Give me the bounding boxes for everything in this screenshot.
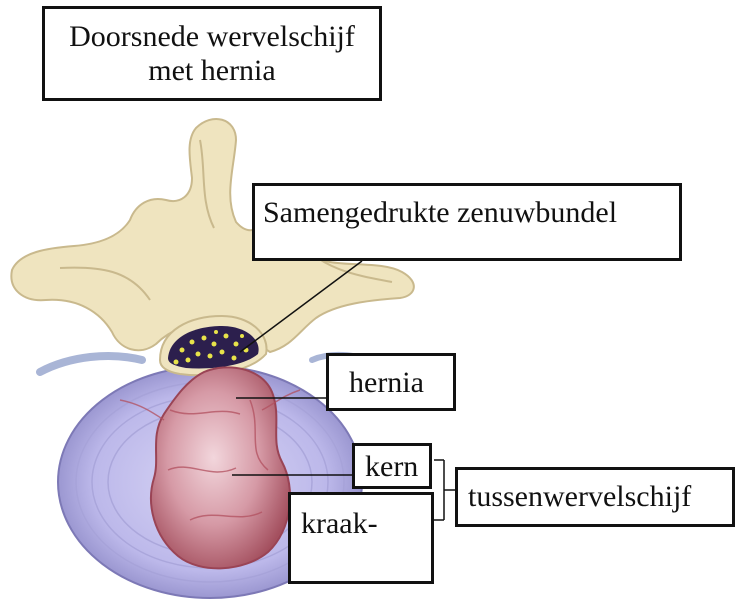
title-line-2: met hernia bbox=[45, 54, 379, 88]
label-intervertebral-disc: tussenwervelschijf bbox=[455, 467, 735, 527]
label-compressed-nerve-bundle: Samengedrukte zenuwbundel bbox=[252, 183, 682, 261]
label-hernia-text: hernia bbox=[349, 366, 453, 400]
label-hernia: hernia bbox=[326, 353, 456, 411]
label-intervertebral-disc-text: tussenwervelschijf bbox=[468, 480, 732, 514]
label-kraak-text: kraak- bbox=[301, 507, 431, 541]
label-kern: kern bbox=[352, 443, 432, 489]
label-kern-text: kern bbox=[365, 450, 429, 484]
label-kraak: kraak- bbox=[288, 492, 434, 584]
label-compressed-nerve-bundle-text: Samengedrukte zenuwbundel bbox=[263, 196, 679, 230]
title-line-1: Doorsnede wervelschijf bbox=[45, 20, 379, 54]
title-box: Doorsnede wervelschijf met hernia bbox=[42, 6, 382, 101]
